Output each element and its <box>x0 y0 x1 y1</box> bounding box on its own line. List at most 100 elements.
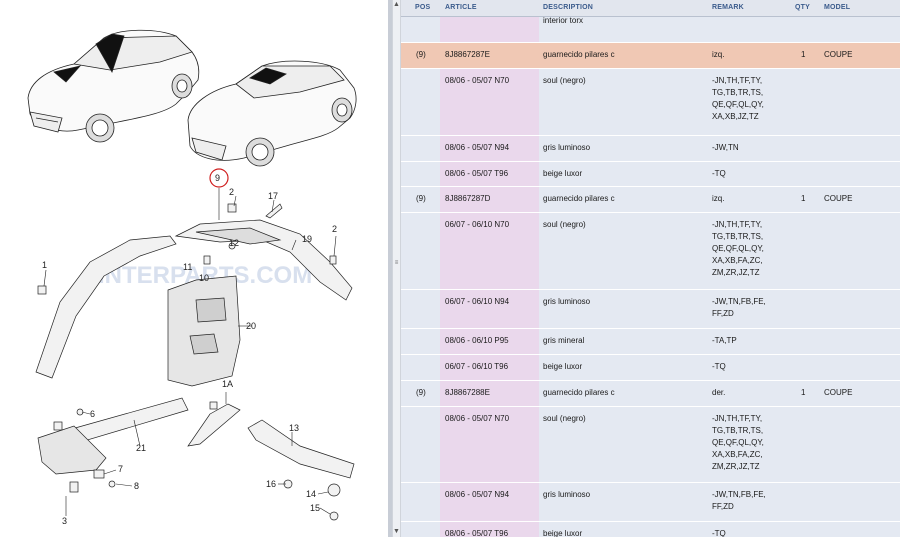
cell-remark: -TQ <box>712 362 726 371</box>
parts-list-pane: POS ARTICLE DESCRIPTION REMARK QTY MODEL… <box>401 0 900 537</box>
callout-15: 15 <box>310 503 320 513</box>
cell-article: 08/06 - 05/07 N70 <box>445 414 510 423</box>
cell-description: beige luxor <box>543 529 583 537</box>
cell-article: 08/06 - 05/07 N94 <box>445 143 510 152</box>
cell-description: gris luminoso <box>543 490 591 499</box>
table-row[interactable]: 08/06 - 06/10 P95 gris mineral -TA,TP <box>401 328 900 355</box>
header-remark[interactable]: REMARK <box>712 4 744 11</box>
table-row[interactable]: 08/06 - 05/07 N94 gris luminoso -JW,TN <box>401 135 900 162</box>
cell-remark: -JN,TH,TF,TY, TG,TB,TR,TS, QE,QF,QL,QY, … <box>712 414 764 471</box>
cell-qty: 1 <box>801 388 806 397</box>
table-row[interactable]: 08/06 - 05/07 N70 soul (negro) -JN,TH,TF,T… <box>401 406 900 483</box>
table-header: POS ARTICLE DESCRIPTION REMARK QTY MODEL <box>401 0 900 17</box>
cell-remark: -JN,TH,TF,TY, TG,TB,TR,TS, QE,QF,QL,QY, … <box>712 76 764 121</box>
cell-pos: (9) <box>416 50 426 59</box>
cell-remark: -JW,TN,FB,FE, FF,ZD <box>712 297 766 318</box>
callout-21: 21 <box>136 443 146 453</box>
callout-19: 19 <box>302 234 312 244</box>
car-illustration-right <box>187 60 357 167</box>
table-row[interactable]: 08/06 - 05/07 N94 gris luminoso -JW,TN,FB,… <box>401 482 900 522</box>
cell-remark: izq. <box>712 194 725 203</box>
header-description[interactable]: DESCRIPTION <box>543 4 594 11</box>
scroll-down-arrow-icon[interactable]: ▼ <box>393 528 400 535</box>
table-row[interactable]: 08/06 - 05/07 N70 soul (negro) -JN,TH,TF,T… <box>401 68 900 136</box>
callout-20: 20 <box>246 321 256 331</box>
header-model[interactable]: MODEL <box>824 4 851 11</box>
cell-description: guarnecido pilares c <box>543 50 615 59</box>
table-row[interactable]: 08/06 - 05/07 T96 beige luxor -TQ <box>401 161 900 187</box>
cell-description: gris mineral <box>543 336 585 345</box>
callout-6: 6 <box>90 409 95 419</box>
cell-remark: der. <box>712 388 726 397</box>
parts-diagram-pane: INTERPARTS.COM <box>0 0 388 537</box>
parts-diagram: INTERPARTS.COM <box>27 29 357 526</box>
cell-description: beige luxor <box>543 169 583 178</box>
cell-article: 06/07 - 06/10 N94 <box>445 297 510 306</box>
callout-14: 14 <box>306 489 316 499</box>
cell-pos: (9) <box>416 194 426 203</box>
cell-article: 8J8867287D <box>445 194 491 203</box>
cell-description: soul (negro) <box>543 414 586 423</box>
table-row[interactable]: 08/06 - 05/07 T96 beige luxor -TQ <box>401 521 900 537</box>
callout-11: 11 <box>183 262 192 272</box>
callout-2a: 2 <box>229 187 234 197</box>
cell-article: 08/06 - 05/07 N94 <box>445 490 510 499</box>
cell-article: 06/07 - 06/10 N70 <box>445 220 510 229</box>
leader-lines <box>43 188 337 516</box>
cell-description: soul (negro) <box>543 76 586 85</box>
cell-remark: -JW,TN,FB,FE, FF,ZD <box>712 490 766 511</box>
header-qty[interactable]: QTY <box>795 4 810 11</box>
cell-article: 08/06 - 06/10 P95 <box>445 336 509 345</box>
cell-description: beige luxor <box>543 362 583 371</box>
car-illustration-left <box>27 29 200 143</box>
cell-remark: izq. <box>712 50 725 59</box>
callout-9: 9 <box>215 173 220 183</box>
cell-remark: -TQ <box>712 529 726 537</box>
cell-article: 08/06 - 05/07 T96 <box>445 529 509 537</box>
cell-description: soul (negro) <box>543 220 586 229</box>
callout-1: 1 <box>42 260 47 270</box>
callout-1a: 1A <box>222 379 233 389</box>
cell-remark: -TQ <box>712 169 726 178</box>
diagram-scrollbar[interactable]: ▲ ≡ ▼ <box>392 0 401 537</box>
cell-qty: 1 <box>801 50 806 59</box>
cell-article: 08/06 - 05/07 N70 <box>445 76 510 85</box>
table-row[interactable]: 06/07 - 06/10 T96 beige luxor -TQ <box>401 354 900 381</box>
cell-article: 08/06 - 05/07 T96 <box>445 169 509 178</box>
cell-description: guarnecido pilares c <box>543 194 615 203</box>
table-row[interactable]: 06/07 - 06/10 N94 gris luminoso -JW,TN,FB,… <box>401 289 900 329</box>
table-row[interactable]: (9) 8J8867287D guarnecido pilares c izq. 1 CO… <box>401 186 900 213</box>
callout-12: 12 <box>229 238 239 248</box>
table-row-selected[interactable]: (9) 8J8867287E guarnecido pilares c izq. 1 CO… <box>401 42 900 69</box>
table-row[interactable]: (9) 8J8867288E guarnecido pilares c der. 1 CO… <box>401 380 900 407</box>
cell-model: COUPE <box>824 388 853 397</box>
scroll-up-arrow-icon[interactable]: ▲ <box>393 1 400 8</box>
cell-qty: 1 <box>801 194 806 203</box>
exploded-parts <box>35 203 355 521</box>
callout-9-highlight <box>209 168 229 188</box>
cell-remark: -TA,TP <box>712 336 737 345</box>
cell-description: gris luminoso <box>543 297 591 306</box>
cell-description: gris luminoso <box>543 143 591 152</box>
callout-16: 16 <box>266 479 276 489</box>
callout-8: 8 <box>134 481 139 491</box>
cell-remark: -JW,TN <box>712 143 739 152</box>
callout-2b: 2 <box>332 224 337 234</box>
cell-remark: -JN,TH,TF,TY, TG,TB,TR,TS, QE,QF,QL,QY, … <box>712 220 764 277</box>
callout-17: 17 <box>268 191 278 201</box>
header-pos[interactable]: POS <box>415 4 431 11</box>
cell-description: guarnecido pilares c <box>543 388 615 397</box>
cell-pos: (9) <box>416 388 426 397</box>
pane-splitter[interactable] <box>388 0 392 537</box>
table-row[interactable]: 06/07 - 06/10 N70 soul (negro) -JN,TH,TF,T… <box>401 212 900 290</box>
cell-model: COUPE <box>824 194 853 203</box>
cell-article: 06/07 - 06/10 T96 <box>445 362 509 371</box>
cell-model: COUPE <box>824 50 853 59</box>
scroll-thumb[interactable]: ≡ <box>394 260 399 266</box>
callout-10: 10 <box>199 273 209 283</box>
callout-13: 13 <box>289 423 299 433</box>
cell-article: 8J8867288E <box>445 388 490 397</box>
callout-7: 7 <box>118 464 123 474</box>
cell-article: 8J8867287E <box>445 50 490 59</box>
header-article[interactable]: ARTICLE <box>445 4 477 11</box>
